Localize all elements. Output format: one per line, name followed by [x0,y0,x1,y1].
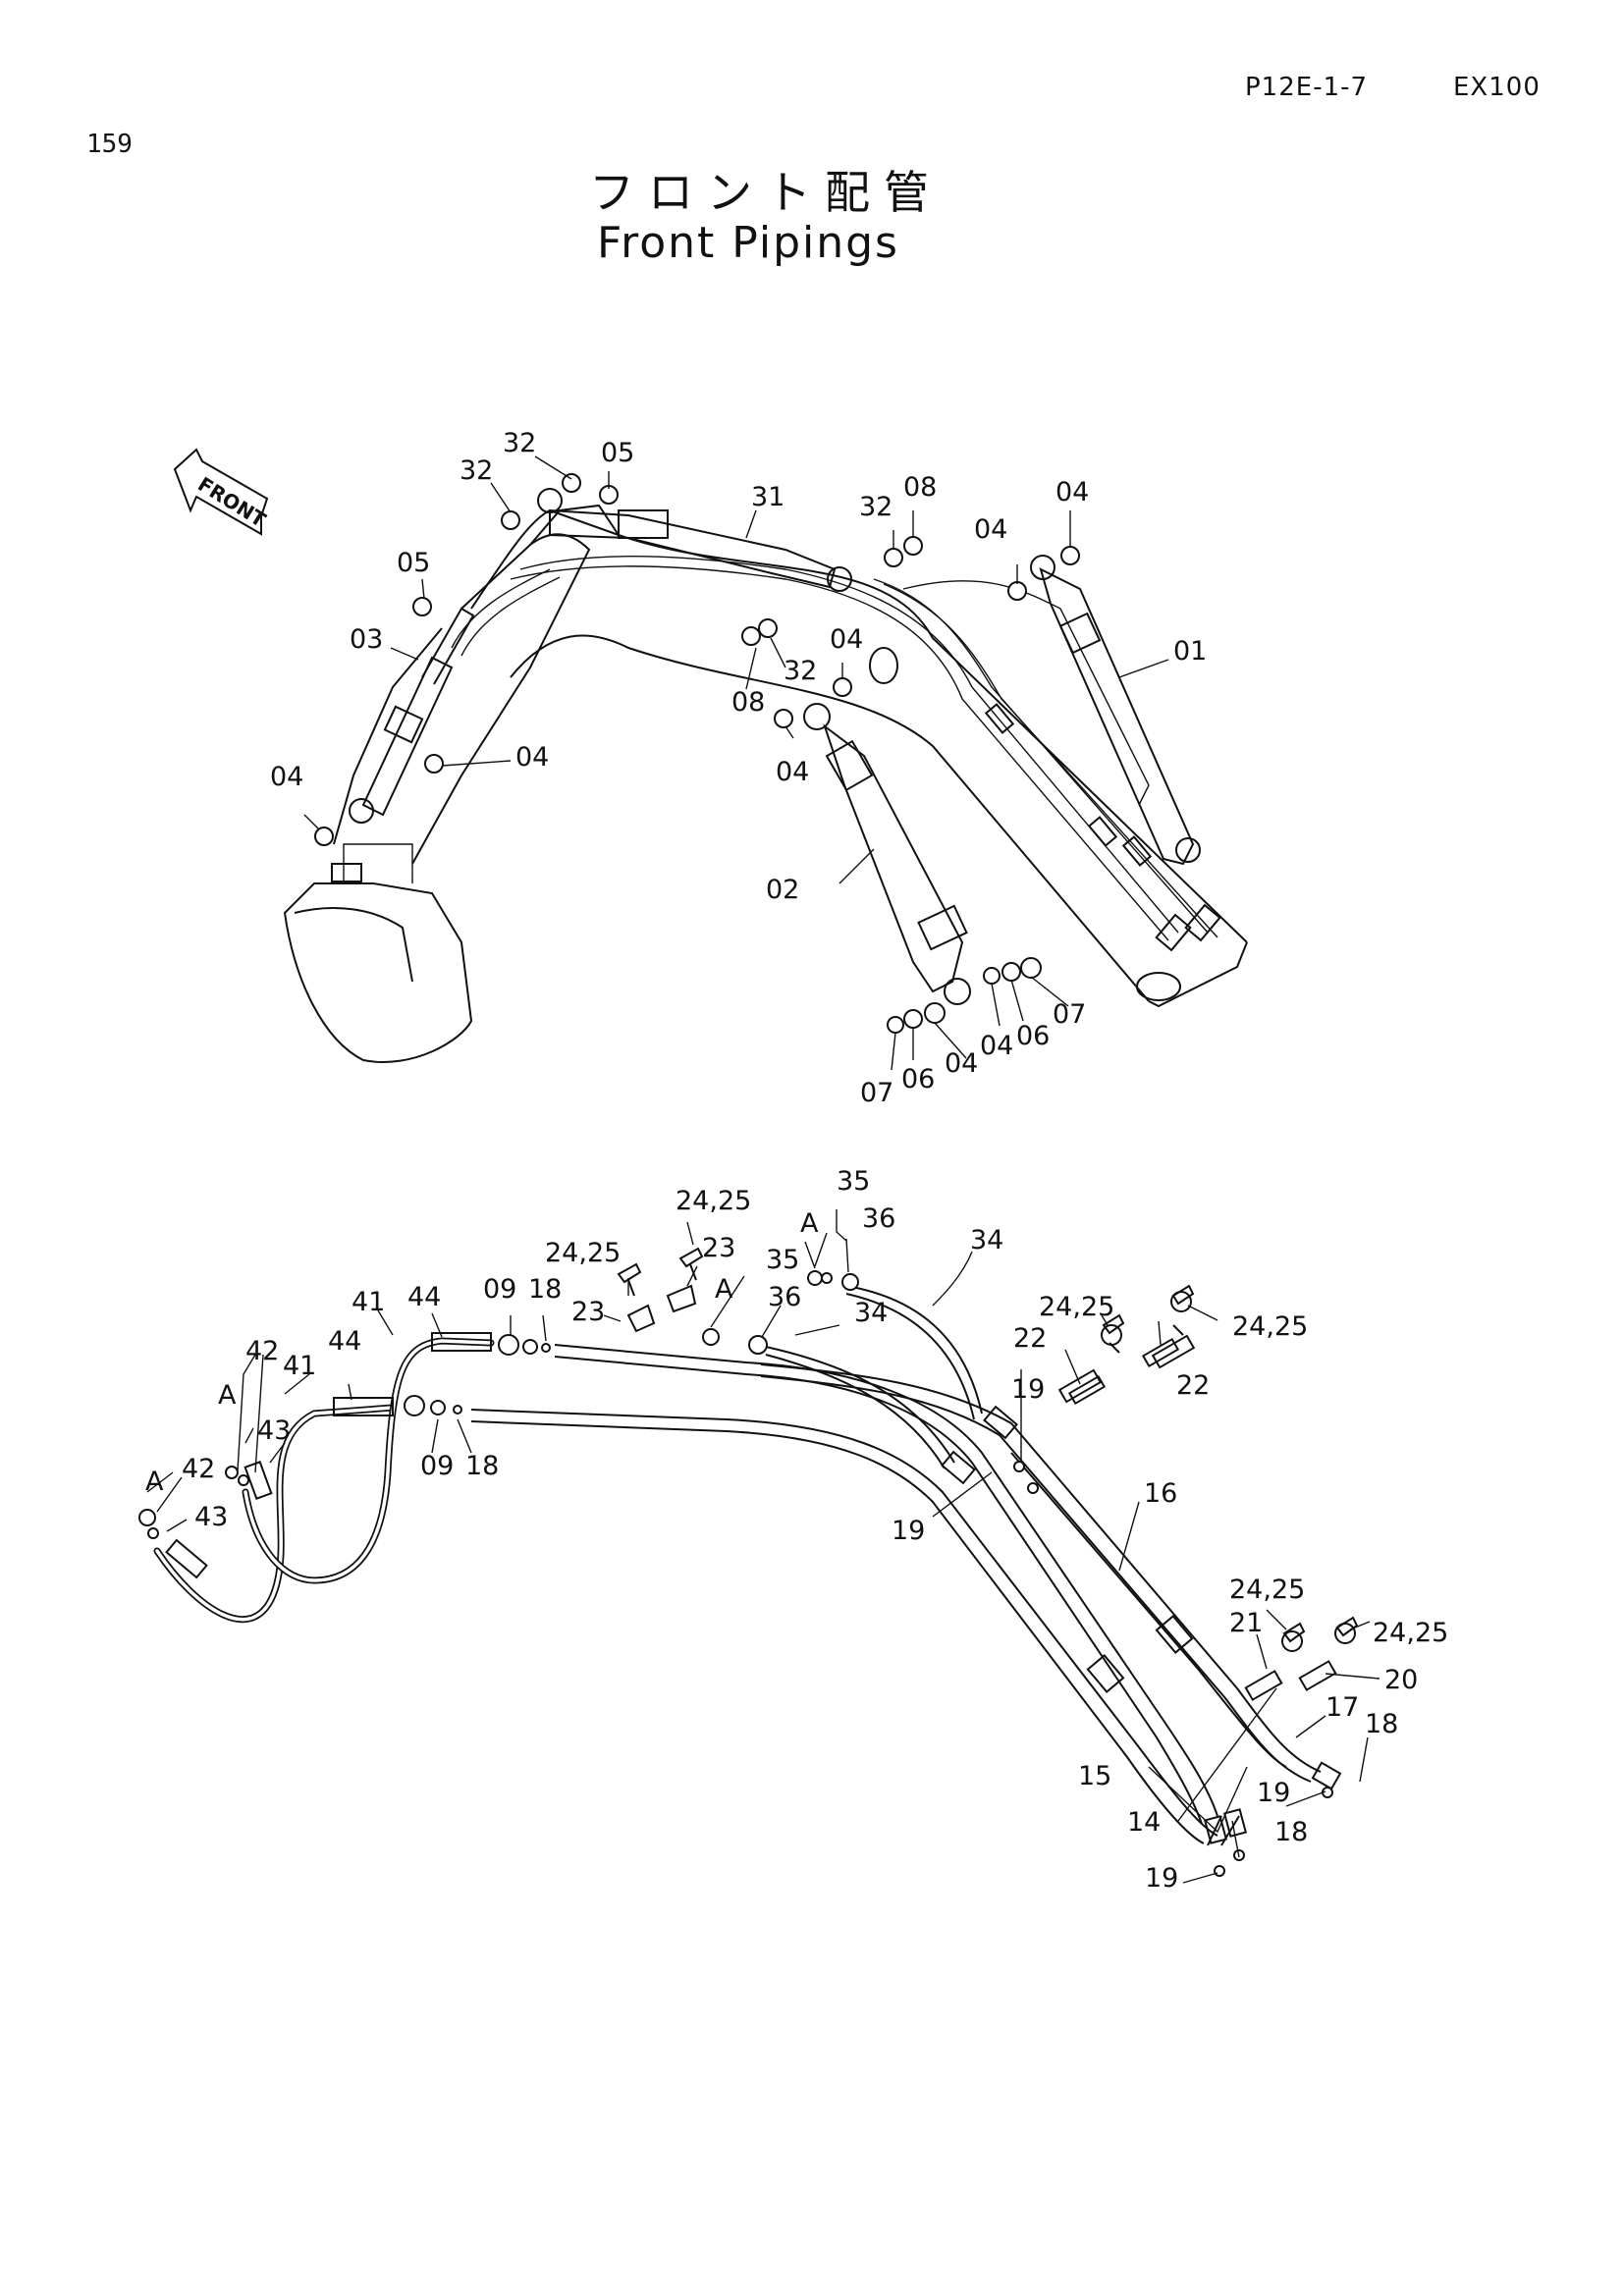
lower-leader-lines [146,1209,1380,1884]
callout-08: 08 [903,472,937,503]
callout-09: 09 [483,1274,516,1305]
callout-36: 36 [862,1203,895,1234]
callout-43: 43 [194,1502,228,1532]
callout-06: 06 [1016,1021,1050,1051]
callout-34: 34 [970,1225,1003,1255]
callout-18: 18 [1365,1709,1398,1739]
callout-19: 19 [1011,1374,1045,1405]
callout-04: 04 [515,742,549,773]
callout-20: 20 [1384,1665,1418,1695]
callout-24-25: 24,25 [676,1186,751,1216]
callout-35: 35 [766,1245,799,1275]
callout-16: 16 [1144,1478,1177,1509]
callout-05: 05 [601,438,634,468]
callout-01: 01 [1173,636,1207,667]
upper-leader-lines [303,455,1169,1071]
callout-06: 06 [901,1064,935,1095]
callout-04: 04 [830,624,863,655]
callout-05: 05 [397,548,430,578]
callout-41: 41 [352,1287,385,1317]
callout-02: 02 [766,875,799,905]
callout-19: 19 [892,1516,925,1546]
callout-32: 32 [503,428,536,458]
callout-24-25: 24,25 [1039,1292,1114,1322]
callout-17: 17 [1325,1692,1359,1723]
page-title-japanese: フロント配管 [589,166,943,219]
callout-03: 03 [350,624,383,655]
callout-18: 18 [1274,1817,1308,1847]
drawing-code: P12E-1-7 [1245,73,1369,102]
callout-15: 15 [1078,1761,1111,1791]
callout-22: 22 [1176,1370,1210,1401]
hose-assembly [153,1332,495,1624]
callout-18: 18 [465,1451,499,1481]
callout-14: 14 [1127,1807,1161,1838]
callout-04: 04 [1055,477,1089,507]
callout-21: 21 [1229,1608,1263,1638]
lower-fittings [138,1247,1359,1877]
callout-09: 09 [420,1451,454,1481]
callout-24-25: 24,25 [545,1238,621,1268]
callout-07: 07 [860,1078,893,1108]
callout-34: 34 [854,1298,888,1328]
callout-04: 04 [974,514,1007,545]
callout-04: 04 [980,1031,1013,1061]
callout-24-25: 24,25 [1373,1618,1448,1648]
callout-35: 35 [837,1166,870,1197]
callout-22: 22 [1013,1323,1047,1354]
pipe-assembly [470,1285,1356,1846]
page-title-english: Front Pipings [597,218,899,268]
callout-31: 31 [751,482,784,512]
callout-08: 08 [731,687,765,718]
callout-04: 04 [776,757,809,787]
callout-42: 42 [182,1454,215,1484]
callout-23: 23 [571,1297,605,1327]
callout-32: 32 [460,455,493,486]
callout-18: 18 [528,1274,562,1305]
front-direction-arrow: FRONT [173,448,270,536]
callout-07: 07 [1053,999,1086,1030]
boom-arm-assembly [283,488,1248,1063]
callout-41: 41 [283,1351,316,1381]
callout-32: 32 [859,492,893,522]
callout-A: A [800,1208,819,1239]
callout-19: 19 [1145,1863,1178,1894]
page-number: 159 [86,130,133,159]
callout-44: 44 [328,1326,361,1357]
callout-44: 44 [407,1282,441,1312]
callout-23: 23 [702,1233,735,1263]
callout-24-25: 24,25 [1229,1575,1305,1605]
callout-19: 19 [1257,1778,1290,1808]
callout-A: A [145,1467,164,1497]
callout-43: 43 [257,1415,291,1446]
callout-36: 36 [768,1282,801,1312]
callout-04: 04 [945,1048,978,1079]
callout-04: 04 [270,762,303,792]
lower-callouts: 35 24,25 A 36 34 24,25 23 35 A 36 34 41 … [145,1166,1448,1894]
upper-callouts: 32 05 32 31 32 08 04 04 05 03 32 04 08 0… [270,428,1207,1108]
model-name: EX100 [1453,73,1541,102]
callout-A: A [218,1380,237,1411]
callout-42: 42 [245,1336,279,1366]
callout-24-25: 24,25 [1232,1311,1308,1342]
callout-32: 32 [784,656,817,686]
callout-A: A [715,1274,733,1305]
